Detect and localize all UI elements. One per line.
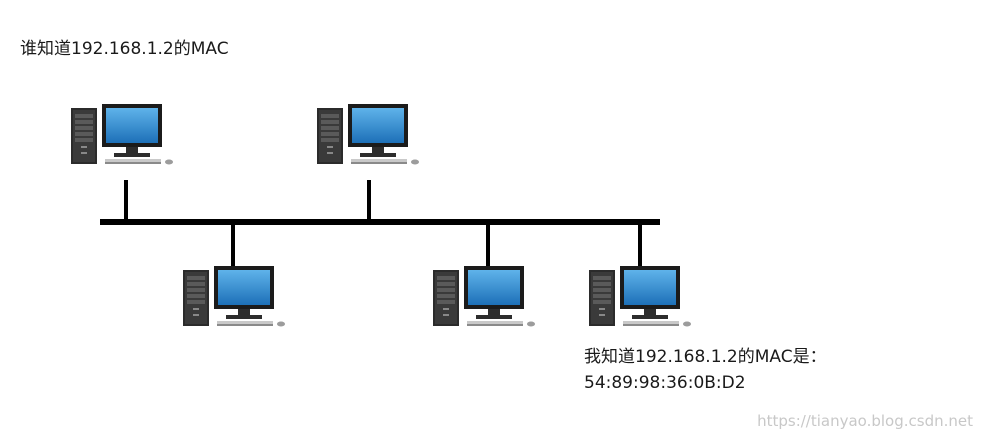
arp-reply-label: 我知道192.168.1.2的MAC是： [584, 347, 827, 367]
mac-address-label: 54:89:98:36:0B:D2 [584, 373, 746, 393]
watermark: https://tianyao.blog.csdn.net [757, 412, 973, 430]
network-bus [100, 219, 660, 225]
cable-pc-bottom-right [638, 224, 642, 266]
desktop-computer-icon [433, 266, 535, 327]
desktop-computer-icon [317, 104, 419, 165]
cable-pc-top-middle [367, 180, 371, 220]
cable-pc-top-left [124, 180, 128, 220]
arp-request-label: 谁知道192.168.1.2的MAC [20, 39, 229, 59]
desktop-computer-icon [71, 104, 173, 165]
cable-pc-bottom-middle [486, 224, 490, 266]
desktop-computer-icon [589, 266, 691, 327]
desktop-computer-icon [183, 266, 285, 327]
cable-pc-bottom-left [231, 224, 235, 266]
